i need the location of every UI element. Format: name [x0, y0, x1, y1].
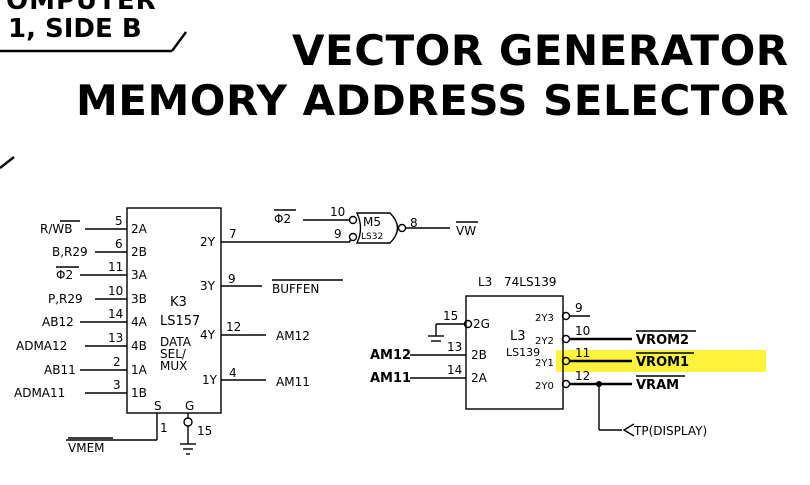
- vmem-label: VMEM: [68, 441, 105, 455]
- k3-in-signal-1b: ADMA11: [14, 386, 65, 400]
- k3-func-1: DATA: [160, 335, 192, 349]
- vrom1-highlight: [556, 350, 766, 372]
- title-line-2: MEMORY ADDRESS SELECTOR: [76, 76, 789, 125]
- m5-pin-8: 8: [410, 216, 418, 230]
- l3-port-2b: 2B: [471, 348, 487, 362]
- l3-pin-12: 12: [575, 369, 590, 383]
- vrom1-label: VROM1: [636, 355, 689, 370]
- l3-port-2a: 2A: [471, 371, 488, 385]
- k3-port-2b: 2B: [131, 245, 147, 259]
- l3-port-2g: 2G: [473, 317, 490, 331]
- margin-tick: [0, 156, 15, 169]
- m5-bubble-a: [348, 215, 358, 225]
- vram-label: VRAM: [636, 378, 679, 393]
- k3-port-1a: 1A: [131, 363, 148, 377]
- k3-pin-10: 10: [108, 284, 123, 298]
- l3-in-signal-am12: AM12: [370, 348, 411, 363]
- k3-port-3b: 3B: [131, 292, 147, 306]
- k3-pin-5: 5: [115, 214, 123, 228]
- k3-pin-7: 7: [229, 227, 237, 241]
- k3-pin-12: 12: [226, 320, 241, 334]
- m5-name: M5: [363, 215, 381, 229]
- k3-pin-6: 6: [115, 237, 123, 251]
- l3-bubble-2y0: [561, 379, 571, 389]
- k3-part: LS157: [160, 314, 200, 329]
- l3-pin-10: 10: [575, 324, 590, 338]
- m5-in-signal-phi2: Φ2: [274, 212, 291, 226]
- k3-pin-11: 11: [108, 260, 123, 274]
- k3-chip-body: [126, 207, 222, 414]
- l3-enable-bubble: [463, 319, 473, 329]
- k3-name: K3: [170, 295, 187, 310]
- k3-pin-3: 3: [113, 378, 121, 392]
- l3-bubble-2y3: [561, 311, 571, 321]
- vrom2-label: VROM2: [636, 333, 689, 348]
- side-label: 1, SIDE B: [8, 14, 142, 44]
- m5-part: LS32: [361, 232, 383, 242]
- k3-port-2a: 2A: [131, 222, 148, 236]
- l3-pin-14: 14: [447, 363, 462, 377]
- l3-pin-11: 11: [575, 346, 590, 360]
- testpoint-arrow-icon: [622, 423, 635, 437]
- k3-in-signal-4a: AB12: [42, 315, 74, 329]
- k3-pin-9: 9: [228, 272, 236, 286]
- k3-pin-15: 15: [197, 424, 212, 438]
- k3-port-4a: 4A: [131, 315, 148, 329]
- l3-bubble-2y2: [561, 334, 571, 344]
- k3-port-3a: 3A: [131, 268, 148, 282]
- l3-pin-13: 13: [447, 340, 462, 354]
- l3-in-signal-am11: AM11: [370, 371, 411, 386]
- l3-bubble-2y1: [561, 356, 571, 366]
- k3-pin-14: 14: [108, 307, 123, 321]
- partial-header-text: OMPUTER: [6, 0, 157, 16]
- l3-port-2y1: 2Y1: [535, 358, 554, 369]
- m5-pin-10: 10: [330, 205, 345, 219]
- k3-port-3y: 3Y: [200, 279, 216, 293]
- k3-out-signal-am11: AM11: [276, 375, 310, 389]
- k3-out-signal-am12: AM12: [276, 329, 310, 343]
- k3-port-4b: 4B: [131, 339, 147, 353]
- k3-gate-bubble: [183, 417, 193, 427]
- vw-label: VW: [456, 224, 476, 238]
- k3-pin-2: 2: [113, 355, 121, 369]
- k3-pin-4: 4: [229, 366, 237, 380]
- l3-name: L3: [510, 329, 526, 344]
- m5-bubble-out: [397, 223, 407, 233]
- title-line-1: VECTOR GENERATOR: [292, 26, 789, 75]
- header-slash: [171, 31, 187, 52]
- k3-pin-1: 1: [160, 421, 168, 435]
- l3-part: LS139: [506, 346, 540, 359]
- k3-in-signal-2b: B,R29: [52, 245, 88, 259]
- l3-pin-9: 9: [575, 301, 583, 315]
- m5-pin-9: 9: [334, 227, 342, 241]
- l3-port-2y3: 2Y3: [535, 313, 554, 324]
- k3-in-signal-3a: Φ2: [56, 268, 73, 282]
- k3-in-signal-2a: R/WB: [40, 222, 72, 236]
- k3-in-signal-4b: ADMA12: [16, 339, 67, 353]
- k3-func-3: MUX: [160, 359, 187, 373]
- k3-gate-label: G: [185, 399, 194, 413]
- k3-out-signal-buffen: BUFFEN: [272, 282, 319, 296]
- k3-port-4y: 4Y: [200, 328, 216, 342]
- k3-select-label: S: [154, 399, 162, 413]
- l3-port-2y2: 2Y2: [535, 336, 554, 347]
- testpoint-label: TP(DISPLAY): [633, 424, 707, 438]
- m5-bubble-b: [348, 232, 358, 242]
- l3-port-2y0: 2Y0: [535, 381, 554, 392]
- k3-in-signal-1a: AB11: [44, 363, 76, 377]
- l3-chip-body: [465, 295, 564, 410]
- k3-port-1b: 1B: [131, 386, 147, 400]
- l3-header-name: L3: [478, 275, 492, 289]
- k3-port-2y: 2Y: [200, 235, 216, 249]
- l3-header-part: 74LS139: [504, 275, 556, 289]
- k3-func-2: SEL/: [160, 347, 187, 361]
- k3-in-signal-3b: P,R29: [48, 292, 83, 306]
- m5-or-gate: [355, 212, 399, 244]
- l3-pin-15: 15: [443, 309, 458, 323]
- k3-pin-13: 13: [108, 331, 123, 345]
- k3-port-1y: 1Y: [202, 373, 218, 387]
